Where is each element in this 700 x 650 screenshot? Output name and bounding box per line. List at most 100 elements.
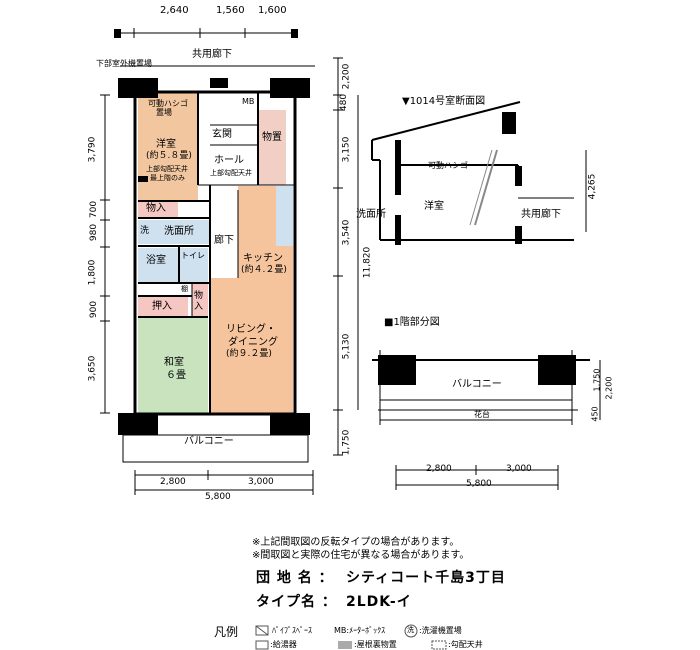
right-dim-6: 1,750 — [341, 429, 352, 456]
right-dim-1: 2,200 — [341, 63, 352, 90]
outdoor-unit-label: 下部室外機置場 — [96, 59, 152, 68]
closet-3-label: 物入 — [194, 291, 204, 312]
kitchen-size: (約４.２畳) — [241, 265, 287, 275]
ladder-storage-label-1: 可動ハシゴ — [148, 99, 188, 108]
kitchen-counter — [276, 186, 293, 246]
balcony-label: バルコニー — [184, 436, 234, 447]
ladder-storage-label-2: 置場 — [156, 108, 172, 117]
left-dimension-lines — [100, 94, 110, 414]
type-name-value: 2LDK-イ — [346, 594, 412, 610]
legend-washer: :洗濯機置場 — [419, 626, 462, 635]
legend-meter-box: MB:ﾒｰﾀｰﾎﾞｯｸｽ — [334, 626, 386, 635]
first-floor-drawing — [372, 350, 601, 490]
structural-columns — [118, 78, 310, 435]
bottom-dimension-lines — [134, 470, 314, 495]
note-1: ※上記間取図の反転タイプの場合があります。 — [252, 537, 460, 548]
section-walls — [395, 112, 522, 245]
western-room-fill — [138, 93, 198, 201]
washroom-fill — [138, 220, 210, 244]
interior-walls — [133, 90, 297, 416]
left-dim-3: 980 — [89, 223, 100, 242]
western-room-label: 洋室 — [156, 139, 176, 150]
top-dimension-line — [114, 28, 298, 38]
hall-fill — [198, 110, 258, 185]
living-label-2: ダイニング — [228, 337, 278, 348]
first-floor-dim-1: 1,750 — [592, 368, 602, 392]
section-corridor-label: 共用廊下 — [521, 209, 561, 220]
legend-title: 凡例 — [214, 625, 239, 639]
top-dim-1: 2,640 — [160, 5, 189, 16]
balcony-outline — [122, 434, 309, 463]
closet-1-fill — [138, 201, 178, 218]
section-drawing — [371, 101, 587, 241]
closet-1-label: 物入 — [146, 203, 166, 214]
bottom-dim-1: 2,800 — [160, 477, 186, 487]
section-washroom-label: 洗面所 — [356, 209, 386, 220]
toilet-fill — [180, 248, 208, 282]
western-room-size: (約５.８畳) — [146, 151, 192, 161]
first-floor-dim-2: 2,200 — [604, 376, 614, 400]
legend-icons — [255, 624, 447, 650]
left-dim-6: 3,650 — [87, 355, 98, 382]
right-dim-3: 3,150 — [341, 136, 352, 163]
first-floor-bottom-dim-2: 3,000 — [506, 464, 532, 474]
complex-name-value: シティコート千島3丁目 — [346, 570, 506, 586]
bath-label: 浴室 — [146, 255, 166, 266]
hall-label: ホール — [214, 155, 244, 166]
slope-note-1: 上部勾配天井 — [146, 165, 188, 173]
hall-note: 上部勾配天井 — [210, 169, 252, 177]
legend-sloped-ceiling: :勾配天井 — [448, 640, 483, 649]
section-western-room-label: 洋室 — [424, 201, 444, 212]
left-dim-1: 3,790 — [87, 136, 98, 163]
closet-3-fill — [192, 282, 208, 316]
note-2: ※間取図と実際の住宅が異なる場合があります。 — [252, 550, 470, 561]
first-floor-balcony-label: バルコニー — [452, 379, 502, 390]
type-name-label: タイプ名 ： — [256, 594, 337, 610]
living-size: (約９.２畳) — [226, 349, 272, 359]
first-floor-dim-3: 450 — [590, 406, 600, 422]
complex-name-label: 団 地 名 ： — [256, 570, 334, 586]
storage-fill — [258, 110, 286, 185]
slope-note-2: 最上階のみ — [150, 174, 185, 182]
first-floor-bottom-total: 5,800 — [466, 479, 492, 489]
first-floor-title: ■1階部分図 — [384, 317, 440, 328]
right-dim-2: 480 — [339, 93, 350, 112]
corridor-label: 廊下 — [214, 235, 234, 246]
left-dim-2: 700 — [89, 200, 100, 219]
left-dim-4: 1,800 — [87, 259, 98, 286]
closet-2-fill — [138, 296, 188, 316]
mb-label: MB — [242, 97, 255, 106]
shelf-label: 棚 — [181, 285, 188, 293]
japanese-room-label: 和室 — [164, 357, 184, 368]
kitchen-label: キッチン — [243, 253, 283, 264]
storage-label: 物置 — [262, 132, 282, 143]
right-dim-5: 5,130 — [341, 333, 352, 360]
bottom-dim-total: 5,800 — [205, 492, 231, 502]
japanese-room-size: ６畳 — [166, 370, 186, 381]
section-ladder-label: 可動ハシゴ — [428, 161, 468, 170]
living-fill — [210, 278, 293, 413]
right-dim-total: 11,820 — [362, 246, 373, 279]
legend-pipe-space: ﾊﾟｲﾌﾟｽﾍﾟｰｽ — [272, 626, 312, 635]
closet-2-label: 押入 — [152, 301, 172, 312]
section-title: ▼1014号室断面図 — [402, 96, 486, 107]
common-corridor-label: 共用廊下 — [192, 49, 232, 60]
wash-mark: 洗 — [140, 226, 150, 236]
top-dim-2: 1,560 — [216, 5, 245, 16]
legend-water-heater: :給湯器 — [270, 640, 297, 649]
toilet-label: トイレ — [181, 251, 205, 260]
top-dim-3: 1,600 — [258, 5, 287, 16]
japanese-room-fill — [138, 318, 208, 413]
entrance-label: 玄関 — [212, 129, 232, 140]
legend-washer-icon: 洗 — [407, 626, 414, 634]
bottom-dim-2: 3,000 — [248, 477, 274, 487]
washroom-label: 洗面所 — [164, 226, 194, 237]
first-floor-flowerbed-label: 花台 — [474, 410, 490, 419]
first-floor-bottom-dim-1: 2,800 — [426, 464, 452, 474]
left-dim-5: 900 — [89, 300, 100, 319]
right-dim-4: 3,540 — [341, 219, 352, 246]
living-label-1: リビング・ — [226, 324, 276, 335]
right-dimension-lines — [333, 57, 359, 456]
section-height: 4,265 — [587, 173, 598, 200]
